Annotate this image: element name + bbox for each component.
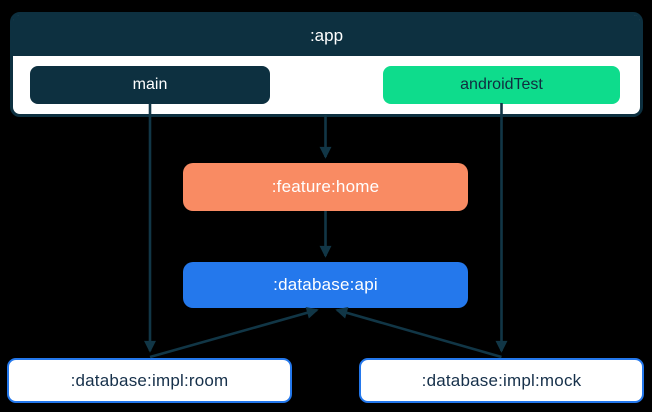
node-android-test: androidTest [383,66,620,104]
database-api-label: :database:api [273,275,378,294]
database-impl-mock-label: :database:impl:mock [421,370,582,390]
database-impl-room-label: :database:impl:room [70,370,229,390]
app-label: :app [309,25,344,45]
main-label: main [132,76,168,93]
android-test-label: androidTest [460,76,543,93]
app-header: :app [13,15,640,56]
node-database-impl-room: :database:impl:room [7,358,292,403]
node-app: :app main androidTest [10,12,643,117]
node-feature-home: :feature:home [183,163,468,211]
edge-mock-to-database-api [335,307,502,359]
node-main: main [30,66,270,104]
app-body: main androidTest [13,56,640,114]
node-database-api: :database:api [183,262,468,308]
edge-room-to-database-api [149,306,319,359]
node-database-impl-mock: :database:impl:mock [359,358,644,403]
feature-home-label: :feature:home [271,177,380,196]
